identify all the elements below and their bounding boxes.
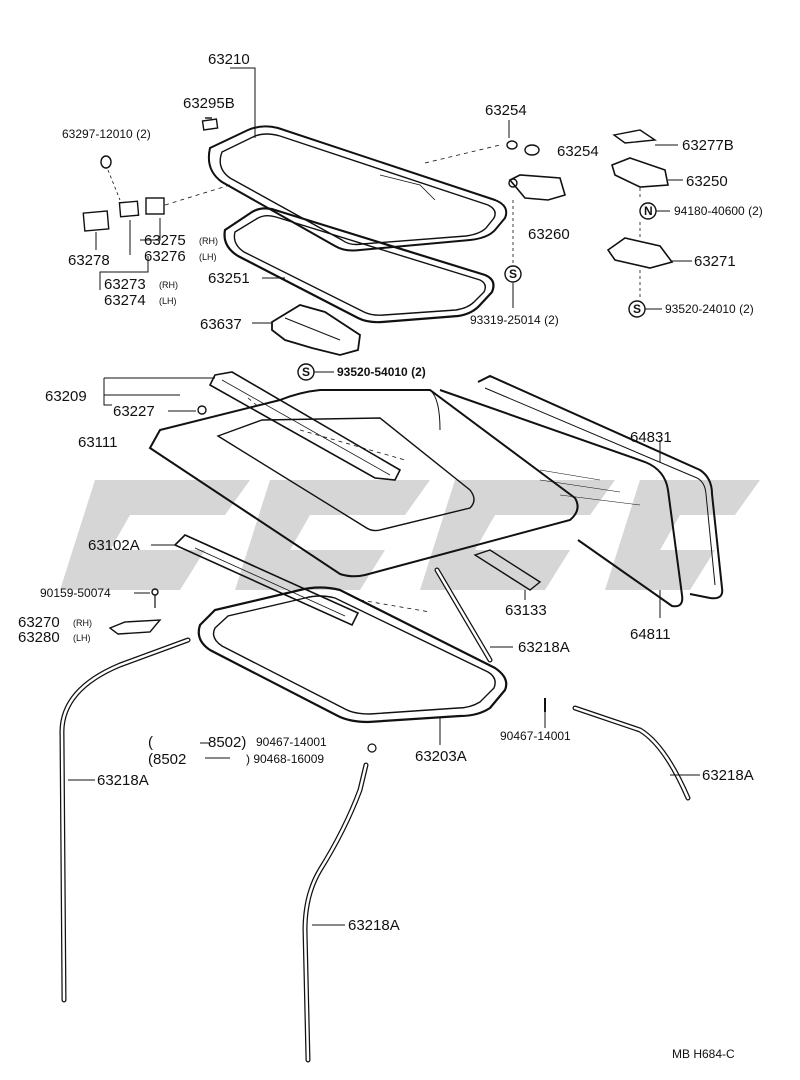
part-94180-40600: 94180-40600 (2) [674,204,763,218]
guide-bracket [271,304,361,356]
drain-hoses [59,567,691,1063]
part-63251: 63251 [208,270,250,287]
part-63280: 63280 [18,629,60,646]
part-63227: 63227 [113,403,155,420]
part-63274: 63274 [104,292,146,309]
part-90159-50074: 90159-50074 [40,586,111,600]
part-90468-16009: ) 90468-16009 [246,752,325,766]
lh-63276: (LH) [199,252,217,262]
part-63254-top: 63254 [485,102,527,119]
part-93520-54010: 93520-54010 (2) [337,365,426,379]
part-63271: 63271 [694,253,736,270]
part-64831: 64831 [630,429,672,446]
part-63270: 63270 [18,614,60,631]
part-63218a-left: 63218A [97,772,149,789]
part-63254-right: 63254 [557,143,599,160]
part-63250: 63250 [686,173,728,190]
part-8502-upper: 8502) [208,734,247,751]
part-63111: 63111 [78,434,118,451]
lh-63274: (LH) [159,296,177,306]
hinge-bolts [108,588,162,635]
rh-63275: (RH) [199,236,218,246]
part-63297: 63297-12010 (2) [62,127,151,141]
symbol-s-2: S [509,267,518,281]
lh-63280: (LH) [73,633,91,643]
sunroof-glass-panel [207,125,508,252]
part-63133: 63133 [505,602,547,619]
part-63276: 63276 [144,248,186,265]
part-90467-14001-right: 90467-14001 [500,729,571,743]
drip-rail [151,534,360,627]
quarter-glass [439,374,724,618]
part-93520-24010: 93520-24010 (2) [665,302,754,316]
part-63278: 63278 [68,252,110,269]
paren-open-8502: ( [148,734,153,751]
part-63275: 63275 [144,232,186,249]
part-63203a: 63203A [415,748,467,765]
part-8502-lower: (8502 [148,751,187,768]
part-63637: 63637 [200,316,242,333]
part-63218a-bottom: 63218A [348,917,400,934]
small-clips-left [82,155,231,290]
rh-63270: (RH) [73,618,92,628]
part-63102a: 63102A [88,537,140,554]
part-63273: 63273 [104,276,146,293]
roof-reinforcement [103,371,402,481]
sunroof-housing [197,586,508,745]
symbol-s-1: S [302,365,311,379]
roof-panel [148,389,579,578]
symbol-s-3: S [633,302,642,316]
part-63260: 63260 [528,226,570,243]
support-bracket [473,549,542,591]
part-63277b: 63277B [682,137,734,154]
part-64811: 64811 [630,626,671,643]
part-90467-14001-left: 90467-14001 [256,735,327,749]
part-63209: 63209 [45,388,87,405]
part-63218a-right-upper: 63218A [518,639,570,656]
symbol-n: N [644,204,653,218]
part-93319-25014: 93319-25014 (2) [470,313,559,327]
small-parts-right [424,120,692,308]
part-63218a-right-lower: 63218A [702,767,754,784]
glass-weatherstrip [223,207,495,324]
diagram-reference: MB H684-C [672,1047,735,1061]
part-63210: 63210 [208,51,250,68]
part-63295b: 63295B [183,95,235,112]
rh-63273: (RH) [159,280,178,290]
